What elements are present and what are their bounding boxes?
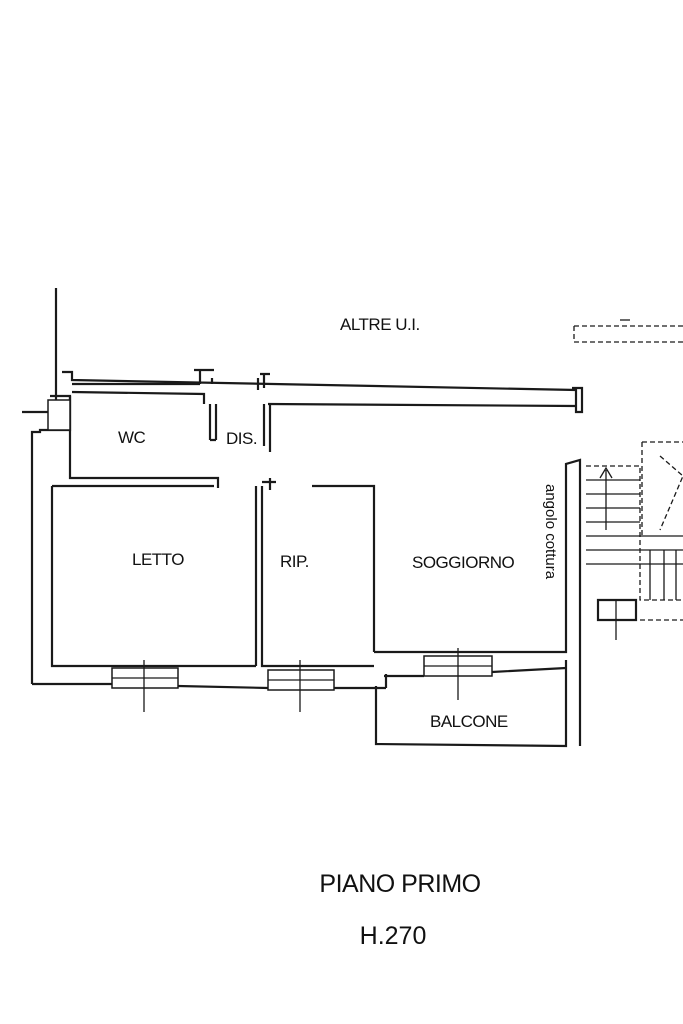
floor-title: PIANO PRIMO — [319, 870, 481, 898]
label-soggiorno: SOGGIORNO — [412, 553, 515, 572]
rip-walls — [260, 458, 582, 668]
letto-walls — [50, 484, 258, 668]
label-balcone: BALCONE — [430, 712, 508, 731]
windows — [111, 648, 493, 712]
west-wall — [22, 390, 220, 684]
label-dis: DIS. — [226, 429, 257, 448]
label-wc: WC — [118, 428, 146, 447]
label-rip: RIP. — [280, 552, 309, 571]
label-letto: LETTO — [132, 550, 184, 569]
label-altre: ALTRE U.I. — [340, 315, 420, 334]
entry-door — [47, 399, 71, 431]
north-wall — [54, 288, 584, 414]
south-wall — [32, 600, 582, 748]
floor-height: H.270 — [359, 922, 427, 950]
stair-block — [573, 319, 683, 640]
label-angolo-cottura: angolo cottura — [542, 484, 559, 580]
wc-partitions — [208, 404, 272, 452]
